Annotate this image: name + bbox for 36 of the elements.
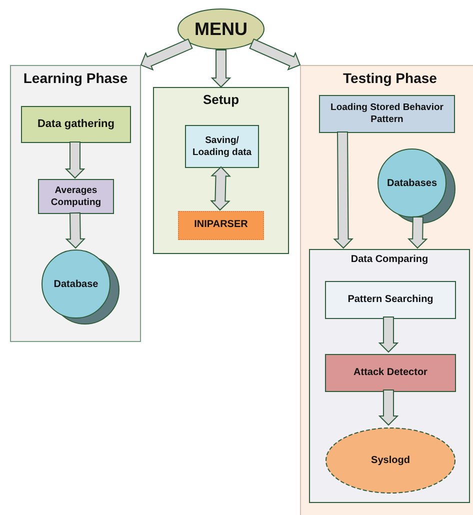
- process-box: [319, 95, 455, 133]
- database-label: Databases: [386, 178, 438, 188]
- database-label: Database: [54, 278, 98, 290]
- box-label: Loading Stored Behavior Pattern: [330, 102, 444, 126]
- process-box: [21, 106, 131, 143]
- phase-panel: [309, 249, 470, 503]
- block-arrow: [210, 50, 232, 88]
- block-arrow: [64, 142, 86, 179]
- box-label: Pattern Searching: [348, 294, 434, 306]
- panel-title: Learning Phase: [22, 70, 129, 86]
- block-arrow: [140, 38, 193, 71]
- process-box: [185, 125, 259, 168]
- block-arrow: [249, 38, 301, 70]
- block-arrow: [210, 166, 231, 211]
- block-arrow: [378, 390, 399, 426]
- ellipse-label: Syslogd: [371, 455, 410, 466]
- process-box: [178, 211, 264, 240]
- box-label: Averages Computing: [50, 184, 102, 208]
- box-label: Attack Detector: [354, 366, 428, 380]
- block-arrow: [333, 132, 354, 249]
- phase-panel: [153, 87, 289, 254]
- phase-panel: [10, 65, 141, 342]
- menu-label: MENU: [194, 18, 248, 40]
- box-label: Saving/ Loading data: [191, 134, 253, 158]
- block-arrow: [378, 316, 399, 353]
- process-box: [325, 354, 456, 392]
- box-label: INIPARSER: [194, 219, 248, 232]
- panel-title: Setup: [202, 92, 240, 107]
- phase-panel: [300, 65, 473, 515]
- panel-title: Testing Phase: [342, 70, 438, 86]
- box-label: Data gathering: [37, 118, 114, 132]
- process-box: [38, 179, 114, 214]
- process-box: [325, 281, 456, 319]
- panel-title: Data Comparing: [350, 254, 430, 265]
- block-arrow: [407, 216, 428, 249]
- block-arrow: [65, 212, 86, 249]
